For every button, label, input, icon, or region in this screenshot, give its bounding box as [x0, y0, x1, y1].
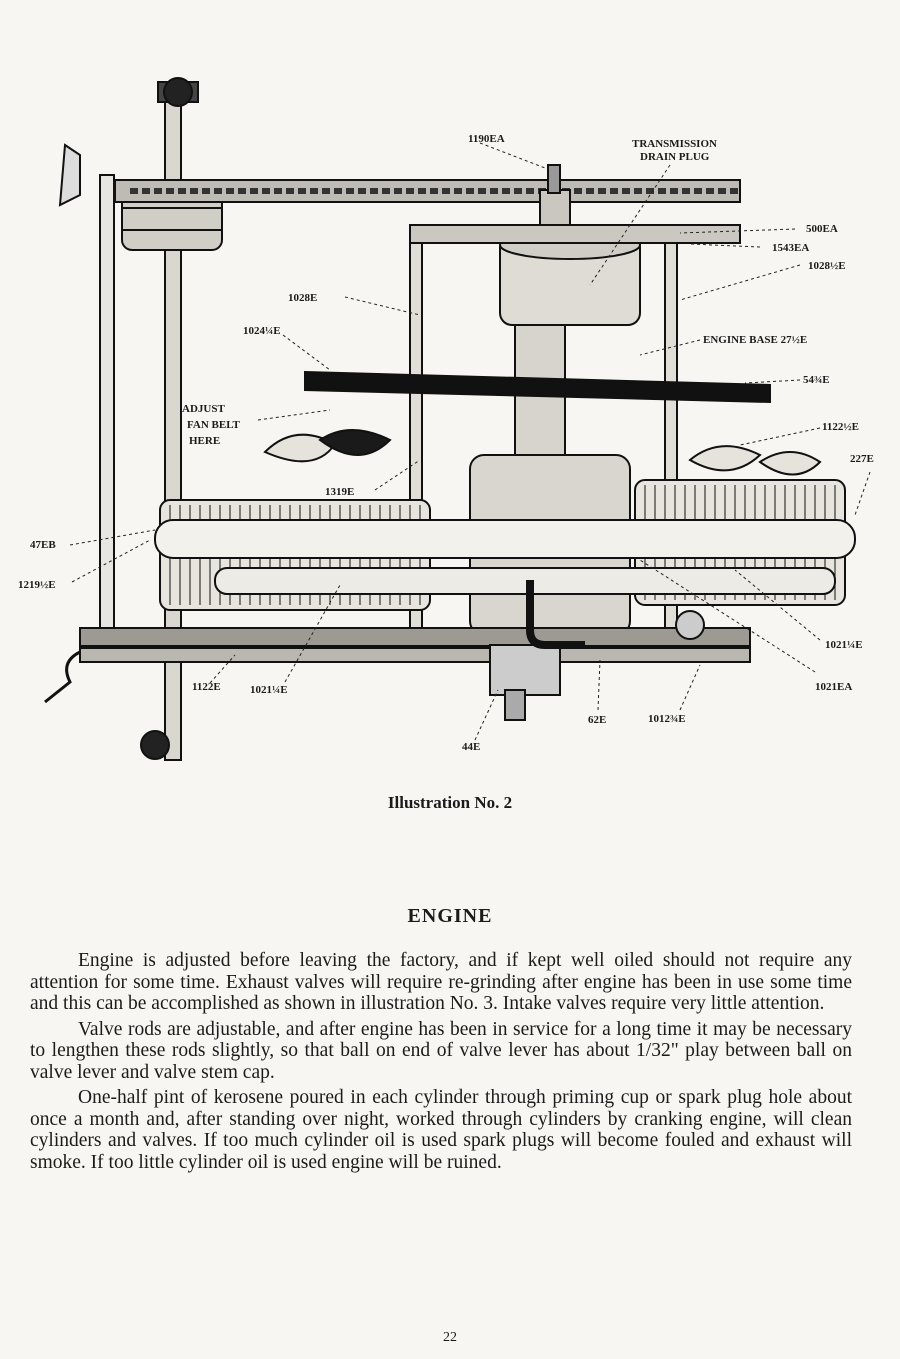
paragraph: Engine is adjusted before leaving the fa… — [30, 950, 852, 1014]
label-1319E: 1319E — [325, 486, 354, 498]
label-fan-belt: FAN BELT — [187, 419, 241, 431]
label-1021-25E-right: 1021¼E — [825, 639, 863, 651]
label-44E: 44E — [462, 741, 480, 753]
label-1028E: 1028E — [288, 292, 317, 304]
label-1021EA: 1021EA — [815, 681, 852, 693]
label-62E: 62E — [588, 714, 606, 726]
label-1219-5E: 1219½E — [18, 579, 56, 591]
label-here: HERE — [189, 435, 220, 447]
label-drain-plug: DRAIN PLUG — [640, 151, 710, 163]
engine-illustration: 1190EA TRANSMISSION DRAIN PLUG 500EA 154… — [18, 77, 874, 761]
part-labels: 1190EA TRANSMISSION DRAIN PLUG 500EA 154… — [18, 133, 874, 753]
label-transmission: TRANSMISSION — [632, 138, 717, 150]
label-adjust: ADJUST — [182, 403, 225, 415]
leader-lines — [69, 142, 871, 741]
label-1122E: 1122E — [192, 681, 221, 693]
label-500EA: 500EA — [806, 223, 838, 235]
label-54-75E: 54¾E — [803, 374, 830, 386]
page-number: 22 — [443, 1330, 457, 1345]
label-227E: 227E — [850, 453, 874, 465]
label-engine-base: ENGINE BASE 27½E — [703, 334, 807, 346]
label-1190EA: 1190EA — [468, 133, 505, 145]
figure-caption: Illustration No. 2 — [387, 793, 513, 812]
label-1021-25E-left: 1021¼E — [250, 684, 288, 696]
label-1024-25E: 1024¼E — [243, 325, 281, 337]
label-1012-75E: 1012¾E — [648, 713, 686, 725]
label-1028-5E: 1028½E — [808, 260, 846, 272]
paragraph: Valve rods are adjustable, and after eng… — [30, 1018, 852, 1083]
label-1543EA: 1543EA — [772, 242, 809, 254]
label-47EB: 47EB — [30, 539, 56, 551]
label-1122-5E: 1122½E — [822, 421, 859, 433]
section-heading: ENGINE — [407, 905, 493, 927]
paragraph: One-half pint of kerosene poured in each… — [30, 1087, 852, 1173]
body-text: Engine is adjusted before leaving the fa… — [30, 950, 852, 1177]
engine-drawing — [44, 77, 856, 761]
